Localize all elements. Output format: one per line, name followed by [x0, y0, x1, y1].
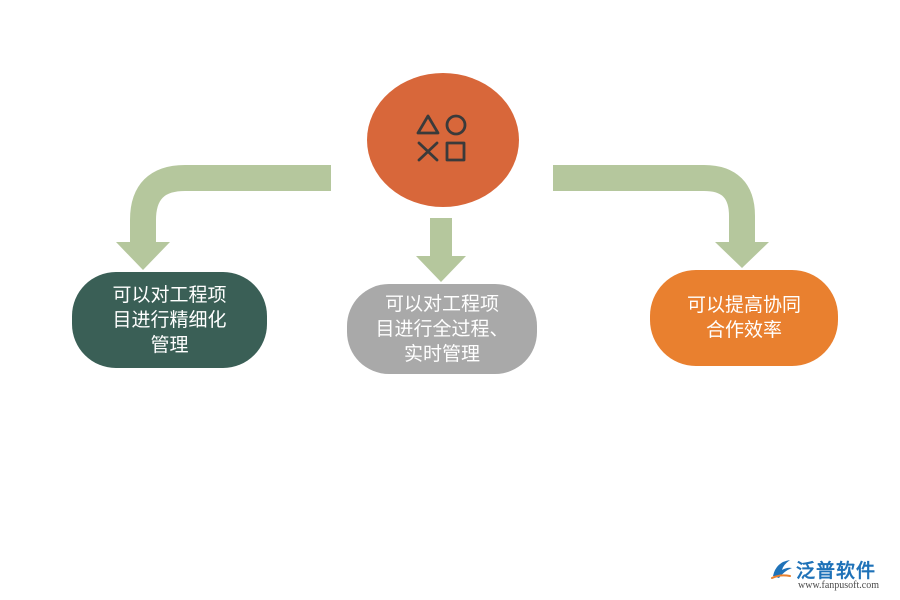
top-node [367, 73, 519, 207]
watermark: 泛普软件 www.fanpusoft.com [770, 556, 894, 596]
top-circle [367, 73, 519, 207]
watermark-title: 泛普软件 [796, 560, 877, 582]
fanpu-logo-icon [771, 560, 792, 579]
triangle-circle-cross-square-icon [416, 114, 467, 162]
node-realtime-management: 可以对工程项 目进行全过程、 实时管理 [347, 284, 537, 374]
node-collaboration: 可以提高协同 合作效率 [650, 270, 838, 366]
left-arrow [116, 165, 331, 270]
right-arrow [553, 165, 769, 268]
watermark-url: www.fanpusoft.com [798, 580, 880, 591]
center-arrow [416, 218, 466, 282]
node-fine-management: 可以对工程项 目进行精细化 管理 [72, 272, 267, 368]
